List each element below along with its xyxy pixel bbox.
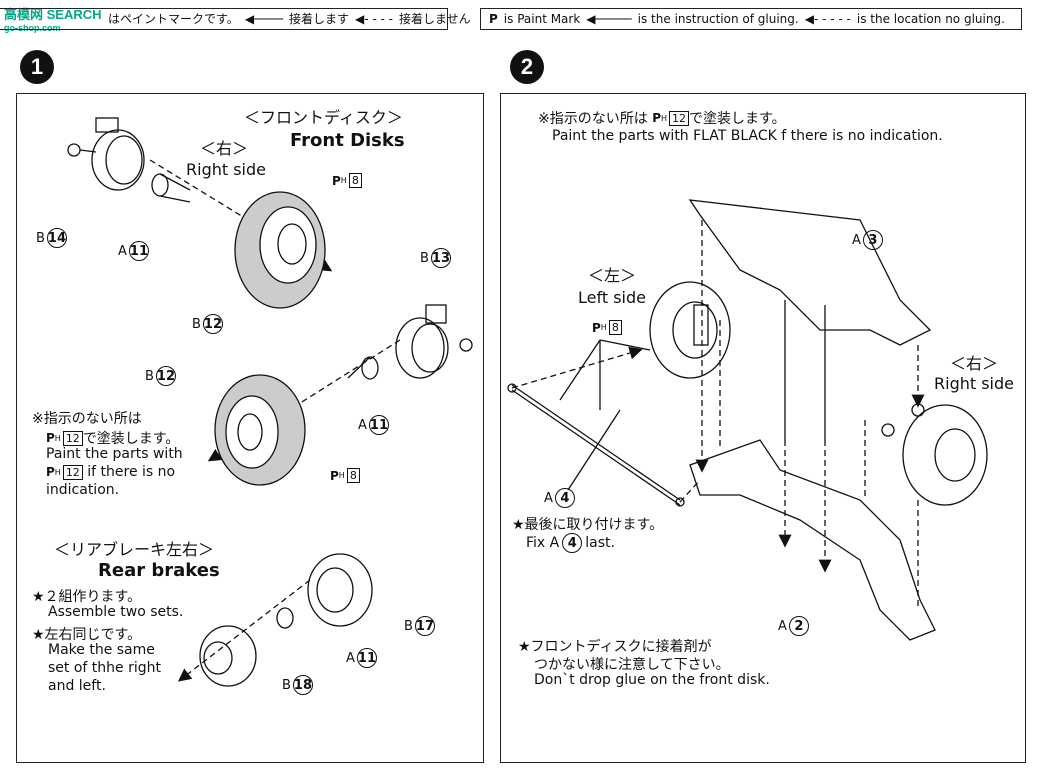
glue-warning-jp1: ★フロントディスクに接着剤が (518, 639, 712, 655)
legend-jp-paint: はペイントマークです。 (108, 12, 239, 26)
noglue-arrow-icon: ◀- - - - (354, 12, 393, 26)
step-1-panel (16, 93, 484, 763)
right-side-jp: ＜右＞ (200, 139, 249, 158)
watermark-site: SEARCH (46, 7, 102, 22)
noglue-arrow-icon: ◀- - - - - (804, 12, 851, 26)
legend-english: P is Paint Mark ◀───── is the instructio… (480, 8, 1022, 30)
pin-a11-lower-drawing (347, 356, 379, 380)
rear-brakes-title: Rear brakes (98, 560, 220, 581)
glue-warning-jp2: つかない様に注意して下さい。 (534, 657, 730, 673)
rear-note2-en2: set of thhe right (48, 660, 161, 676)
note-jp-line1: ※指示のない所は (32, 411, 142, 427)
right-side-label-step2: Right side (934, 374, 1014, 393)
upright-b13-drawing (395, 304, 473, 379)
note-en-line1: Paint the parts with (46, 446, 183, 462)
step-2-number: 2 (510, 50, 544, 84)
lower-arm-a2-drawing (689, 439, 936, 641)
front-disks-title-jp: ＜フロントディスク＞ (244, 108, 403, 127)
watermark-url: go-shop.com (4, 23, 61, 33)
rear-note2-jp: ★左右同じです。 (32, 627, 142, 643)
rear-brake-drawing (199, 553, 373, 687)
right-disc-drawing (881, 403, 988, 506)
step-2-panel (500, 93, 1026, 763)
glue-arrow-icon: ◀───── (586, 12, 632, 26)
disc-b12-lower-drawing (214, 374, 306, 486)
step2-note-en: Paint the parts with FLAT BLACK f there … (552, 128, 943, 144)
paint-mark-icon: P (489, 12, 498, 26)
step-1-number: 1 (20, 50, 54, 84)
disc-b12-drawing (234, 191, 326, 309)
watermark: 高模网 SEARCH go-shop.com (4, 4, 102, 33)
fix-note-jp: ★最後に取り付けます。 (512, 517, 664, 533)
chassis-a3-drawing (688, 199, 932, 440)
note-en-line3: indication. (46, 482, 120, 498)
glue-warning-en: Don`t drop glue on the front disk. (534, 672, 770, 688)
rear-note1-jp: ★２組作ります。 (32, 589, 142, 605)
rear-note2-en1: Make the same (48, 642, 155, 658)
rear-note1-en: Assemble two sets. (48, 604, 184, 620)
rear-note2-en3: and left. (48, 678, 106, 694)
legend-jp-noglue: 接着しません (398, 12, 471, 26)
rear-brakes-title-jp: ＜リアブレーキ左右＞ (54, 540, 215, 559)
legend-japanese: はペイントマークです。 ◀──── 接着します ◀- - - - 接着しません (0, 8, 471, 30)
glue-arrow-icon: ◀──── (244, 12, 283, 26)
left-disc-drawing (649, 281, 731, 379)
upright-b14-drawing (67, 117, 145, 191)
tie-rod-a4-drawing (507, 383, 685, 507)
pin-a11-drawing (151, 173, 191, 203)
legend-en-glue: is the instruction of gluing. (637, 12, 799, 26)
front-disks-title: Front Disks (290, 130, 405, 151)
right-side-jp-step2: ＜右＞ (950, 354, 999, 373)
legend-en-paint: is Paint Mark (503, 12, 581, 26)
left-side-jp: ＜左＞ (588, 266, 637, 285)
left-side-label: Left side (578, 288, 646, 307)
legend-en-noglue: is the location no gluing. (856, 12, 1005, 26)
right-side-label: Right side (186, 160, 266, 179)
legend-jp-glue: 接着します (288, 12, 349, 26)
watermark-brand: 高模网 (4, 7, 44, 22)
